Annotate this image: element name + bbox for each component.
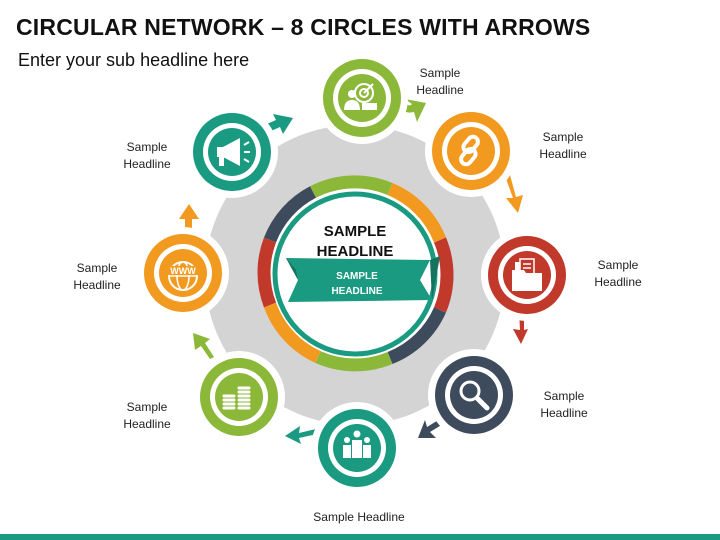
center-headline-line1: SAMPLE [324,223,387,240]
svg-text:Sample: Sample [544,389,585,403]
page-subtitle: Enter your sub headline here [18,50,250,70]
svg-text:Sample: Sample [77,261,118,275]
node-5-label: Sample Headline [313,510,405,524]
center-headline-line2: HEADLINE [317,243,394,260]
svg-text:Headline: Headline [123,417,171,431]
node-1-label: Sample Headline [416,66,464,97]
svg-text:Sample: Sample [543,130,584,144]
link-icon [459,134,480,167]
node-2-label: Sample Headline [539,130,587,161]
www-globe-icon: WWW [166,261,200,291]
svg-text:Headline: Headline [416,83,464,97]
svg-text:Sample Headline: Sample Headline [313,510,405,524]
svg-text:Sample: Sample [127,140,168,154]
node-8 [186,106,293,198]
target-user-icon [344,83,377,110]
node-7: WWW [137,204,229,319]
node-5 [285,402,403,494]
center-segment-ring [257,175,454,372]
svg-text:Sample: Sample [420,66,461,80]
node-2 [425,105,523,213]
coin-stack-icon [221,385,252,411]
svg-text:Headline: Headline [594,275,642,289]
svg-text:Headline: Headline [123,157,171,171]
svg-text:Headline: Headline [539,147,587,161]
megaphone-icon [217,138,250,166]
page-title: CIRCULAR NETWORK – 8 CIRCLES WITH ARROWS [16,14,591,40]
node-6 [193,333,285,443]
people-group-icon [343,430,371,458]
center-ribbon: SAMPLE HEADLINE [286,256,440,302]
node-8-label: Sample Headline [123,140,171,171]
ribbon-line2: HEADLINE [331,286,382,297]
svg-text:Sample: Sample [598,258,639,272]
svg-text:Headline: Headline [540,406,588,420]
folder-documents-icon [512,258,542,291]
node-3 [481,229,573,344]
center-hub: SAMPLE HEADLINE SAMPLE HEADLINE [257,175,454,372]
node-1 [316,52,426,144]
node-3-label: Sample Headline [594,258,642,289]
ribbon-line1: SAMPLE [336,271,378,282]
bottom-accent-bar [0,534,720,540]
node-6-label: Sample Headline [123,400,171,431]
node-7-label: Sample Headline [73,261,121,292]
svg-text:Headline: Headline [73,278,121,292]
svg-text:WWW: WWW [170,266,196,276]
magnifier-icon [459,380,490,411]
svg-text:Sample: Sample [127,400,168,414]
node-4-label: Sample Headline [540,389,588,420]
node-4 [418,349,520,441]
